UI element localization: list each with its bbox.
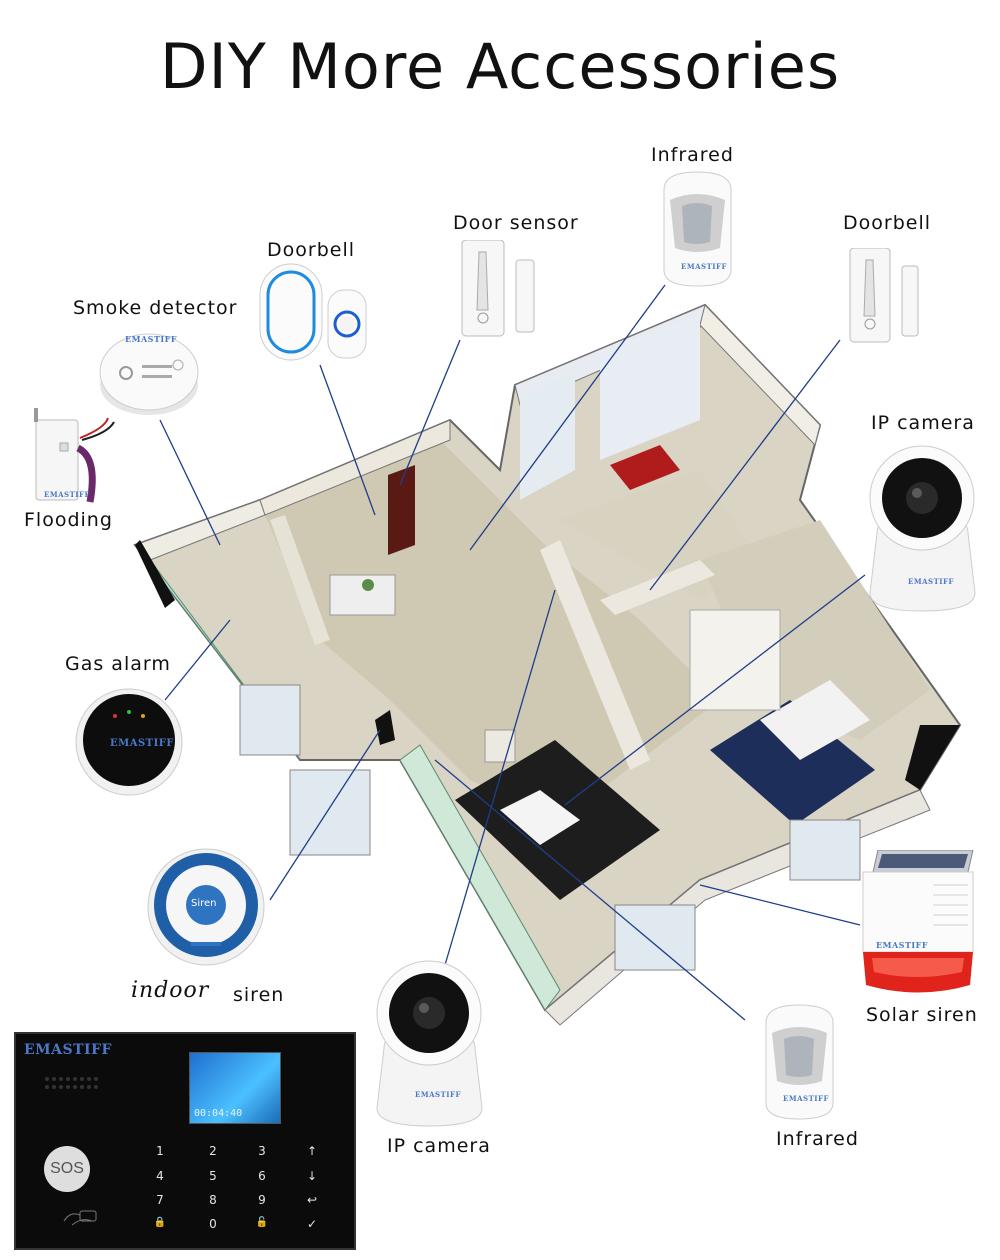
indoor-siren-icon [147,848,265,966]
key-7[interactable]: 7 [156,1193,164,1207]
ip-camera-bottom-label: IP camera [387,1135,491,1157]
panel-screen: 00:04:40 [189,1052,281,1124]
panel-screen-time: 00:04:40 [194,1108,243,1119]
sos-button[interactable]: SOS [44,1146,90,1192]
doorbell-right-label: Doorbell [843,212,931,234]
smoke-detector-label: Smoke detector [73,297,238,319]
key-6[interactable]: 6 [258,1169,266,1183]
key-3[interactable]: 3 [258,1144,266,1158]
infrared-top-brand: EMASTIFF [681,262,727,271]
ip-camera-right-brand: EMASTIFF [908,577,954,586]
ip-camera-bottom-icon [376,960,483,1127]
ip-camera-right-icon [869,445,976,612]
infrared-top-label: Infrared [651,144,734,166]
doorbell-right-icon [849,248,919,343]
key-8[interactable]: 8 [209,1193,217,1207]
panel-brand: EMASTIFF [24,1042,112,1058]
infrared-bottom-icon [765,1004,834,1120]
rfid-icon [63,1210,97,1226]
gas-alarm-icon [75,688,183,796]
siren-label: siren [233,984,285,1006]
siren-button-label: Siren [191,898,217,909]
key-5[interactable]: 5 [209,1169,217,1183]
solar-siren-label: Solar siren [866,1004,978,1026]
infrared-sensor-icon [663,171,732,287]
flood-sensor-brand: EMASTIFF [44,490,90,499]
key-back[interactable]: ↩ [306,1193,318,1207]
solar-siren-icon [862,850,974,993]
alarm-control-panel: EMASTIFF 00:04:40 SOS 1 2 3 ↑ 4 5 6 ↓ 7 … [14,1032,356,1250]
doorbell-left-label: Doorbell [267,239,355,261]
gas-alarm-label: Gas alarm [65,653,171,675]
solar-siren-brand: EMASTIFF [876,940,928,950]
key-unlock[interactable]: 🔓 [255,1217,269,1228]
key-2[interactable]: 2 [209,1144,217,1158]
indoor-label: indoor [131,978,210,1003]
gas-alarm-brand: EMASTIFF [110,738,174,749]
speaker-grille-icon [45,1077,98,1089]
infrared-bottom-label: Infrared [776,1128,859,1150]
flooding-label: Flooding [24,509,113,531]
door-sensor-label: Door sensor [453,212,579,234]
ip-camera-bottom-brand: EMASTIFF [415,1090,461,1099]
smoke-detector-icon [99,333,199,415]
smoke-detector-brand: EMASTIFF [125,334,177,344]
flood-sensor-icon [34,408,115,503]
key-9[interactable]: 9 [258,1193,266,1207]
key-lock[interactable]: 🔒 [153,1217,167,1228]
door-sensor-icon [461,240,535,337]
key-down[interactable]: ↓ [306,1169,318,1183]
ip-camera-right-label: IP camera [871,412,975,434]
doorbell-icon [259,263,367,361]
key-up[interactable]: ↑ [306,1144,318,1158]
page-title: DIY More Accessories [159,30,841,103]
infrared-bottom-brand: EMASTIFF [783,1094,829,1103]
key-4[interactable]: 4 [156,1169,164,1183]
key-0[interactable]: 0 [209,1217,217,1231]
key-confirm[interactable]: ✓ [306,1217,318,1231]
key-1[interactable]: 1 [156,1144,164,1158]
